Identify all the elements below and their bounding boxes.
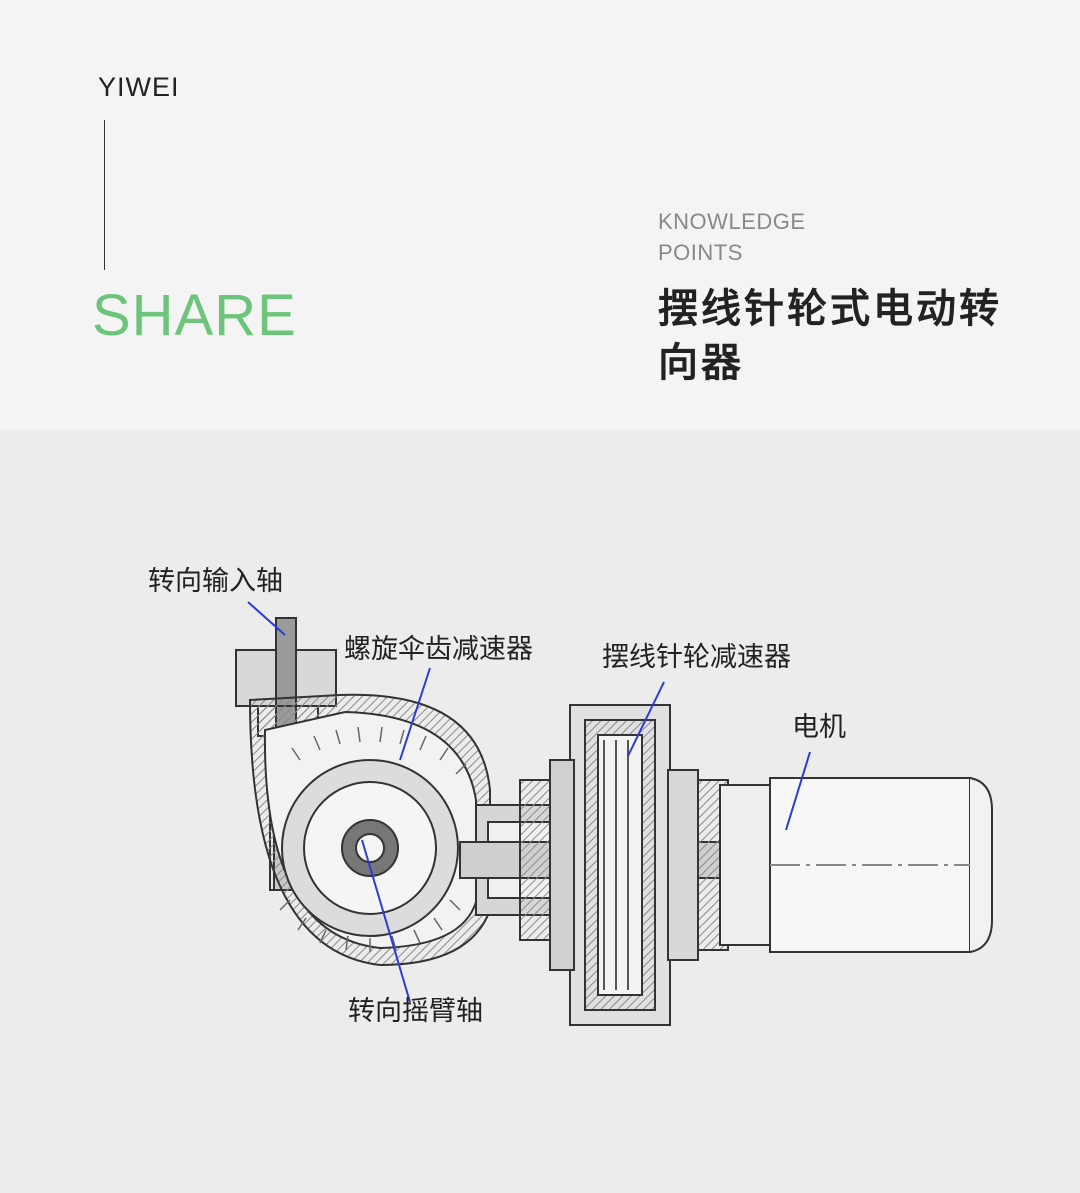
diagram-svg: 转向输入轴 螺旋伞齿减速器 摆线针轮减速器 电机 转向摇臂轴 <box>148 566 993 1027</box>
leader-cycloid-reducer <box>627 681 665 757</box>
leader-input-shaft <box>247 601 286 636</box>
cycloid-reducer <box>549 704 729 1026</box>
share-heading: SHARE <box>92 283 297 348</box>
bevel-reducer-housing <box>248 693 491 967</box>
leader-lines <box>247 601 811 1003</box>
header-section: YIWEI SHARE KNOWLEDGE POINTS 摆线针轮式电动转向器 <box>0 0 1080 430</box>
knowledge-line-1: KNOWLEDGE <box>658 209 806 234</box>
label-input-shaft: 转向输入轴 <box>148 566 283 597</box>
leader-pitman-shaft <box>361 839 411 1003</box>
label-motor: 电机 <box>792 712 846 743</box>
page-title: 摆线针轮式电动转向器 <box>658 286 1002 386</box>
steering-gear-diagram: 转向输入轴 螺旋伞齿减速器 摆线针轮减速器 电机 转向摇臂轴 <box>0 430 1080 1189</box>
vertical-divider <box>104 120 105 270</box>
knowledge-points-label: KNOWLEDGE POINTS <box>658 206 806 268</box>
label-pitman-shaft: 转向摇臂轴 <box>348 996 483 1027</box>
motor <box>719 777 993 953</box>
leader-motor <box>785 751 811 831</box>
label-cycloid-reducer: 摆线针轮减速器 <box>602 642 791 673</box>
knowledge-line-2: POINTS <box>658 240 743 265</box>
brand-name: YIWEI <box>98 72 180 102</box>
label-bevel-reducer: 螺旋伞齿减速器 <box>344 634 533 665</box>
leader-bevel-reducer <box>399 667 431 761</box>
